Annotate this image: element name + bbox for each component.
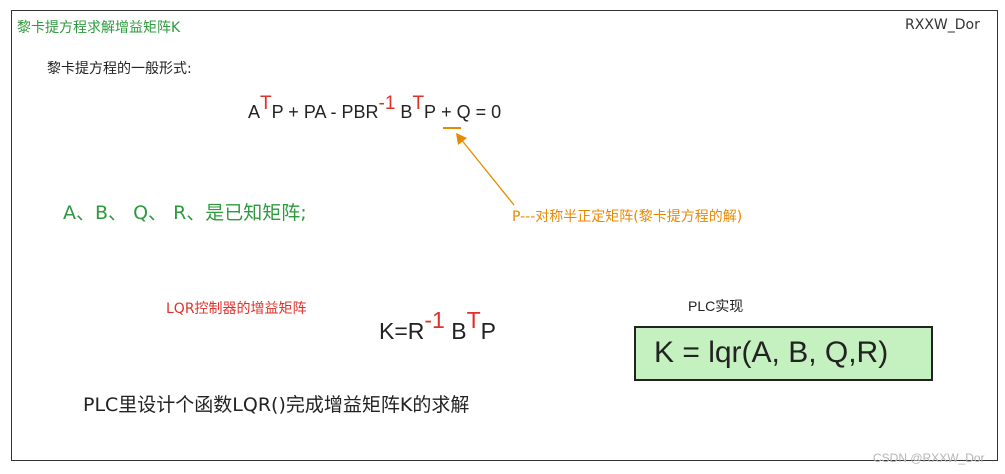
gain-equation: K=R-1 BTP xyxy=(379,307,496,345)
eq-part1: P + PA - PBR xyxy=(271,102,379,122)
gain-p: P xyxy=(480,318,496,344)
p-underline xyxy=(443,127,461,129)
eq-part2: + Q = 0 xyxy=(436,102,502,122)
gain-transpose: T xyxy=(466,307,481,333)
author-label: RXXW_Dor xyxy=(905,17,980,33)
diagram-frame xyxy=(11,10,998,461)
eq-transpose-2: T xyxy=(412,93,425,114)
lqr-gain-label: LQR控制器的增益矩阵 xyxy=(166,301,307,317)
diagram-title: 黎卡提方程求解增益矩阵K xyxy=(17,20,181,36)
lqr-call-box: K = lqr(A, B, Q,R) xyxy=(634,326,933,381)
plc-function-note: PLC里设计个函数LQR()完成增益矩阵K的求解 xyxy=(83,394,470,416)
gain-b: B xyxy=(444,318,467,344)
eq-p-unknown: P xyxy=(424,102,437,122)
eq-a: A xyxy=(248,102,261,122)
plc-label: PLC实现 xyxy=(688,298,744,314)
gain-k: K=R xyxy=(379,318,425,344)
eq-b: B xyxy=(395,102,413,122)
riccati-equation: ATP + PA - PBR-1 BTP + Q = 0 xyxy=(248,93,502,124)
watermark: CSDN @RXXW_Dor xyxy=(873,451,985,465)
known-matrices-note: A、B、 Q、 R、是已知矩阵; xyxy=(63,202,307,224)
p-definition-note: P---对称半正定矩阵(黎卡提方程的解) xyxy=(512,209,743,225)
gain-inverse: -1 xyxy=(424,307,445,333)
eq-inverse: -1 xyxy=(378,93,396,114)
eq-transpose-1: T xyxy=(260,93,272,114)
lqr-call-text: K = lqr(A, B, Q,R) xyxy=(654,336,889,369)
riccati-subheading: 黎卡提方程的一般形式: xyxy=(47,61,192,77)
